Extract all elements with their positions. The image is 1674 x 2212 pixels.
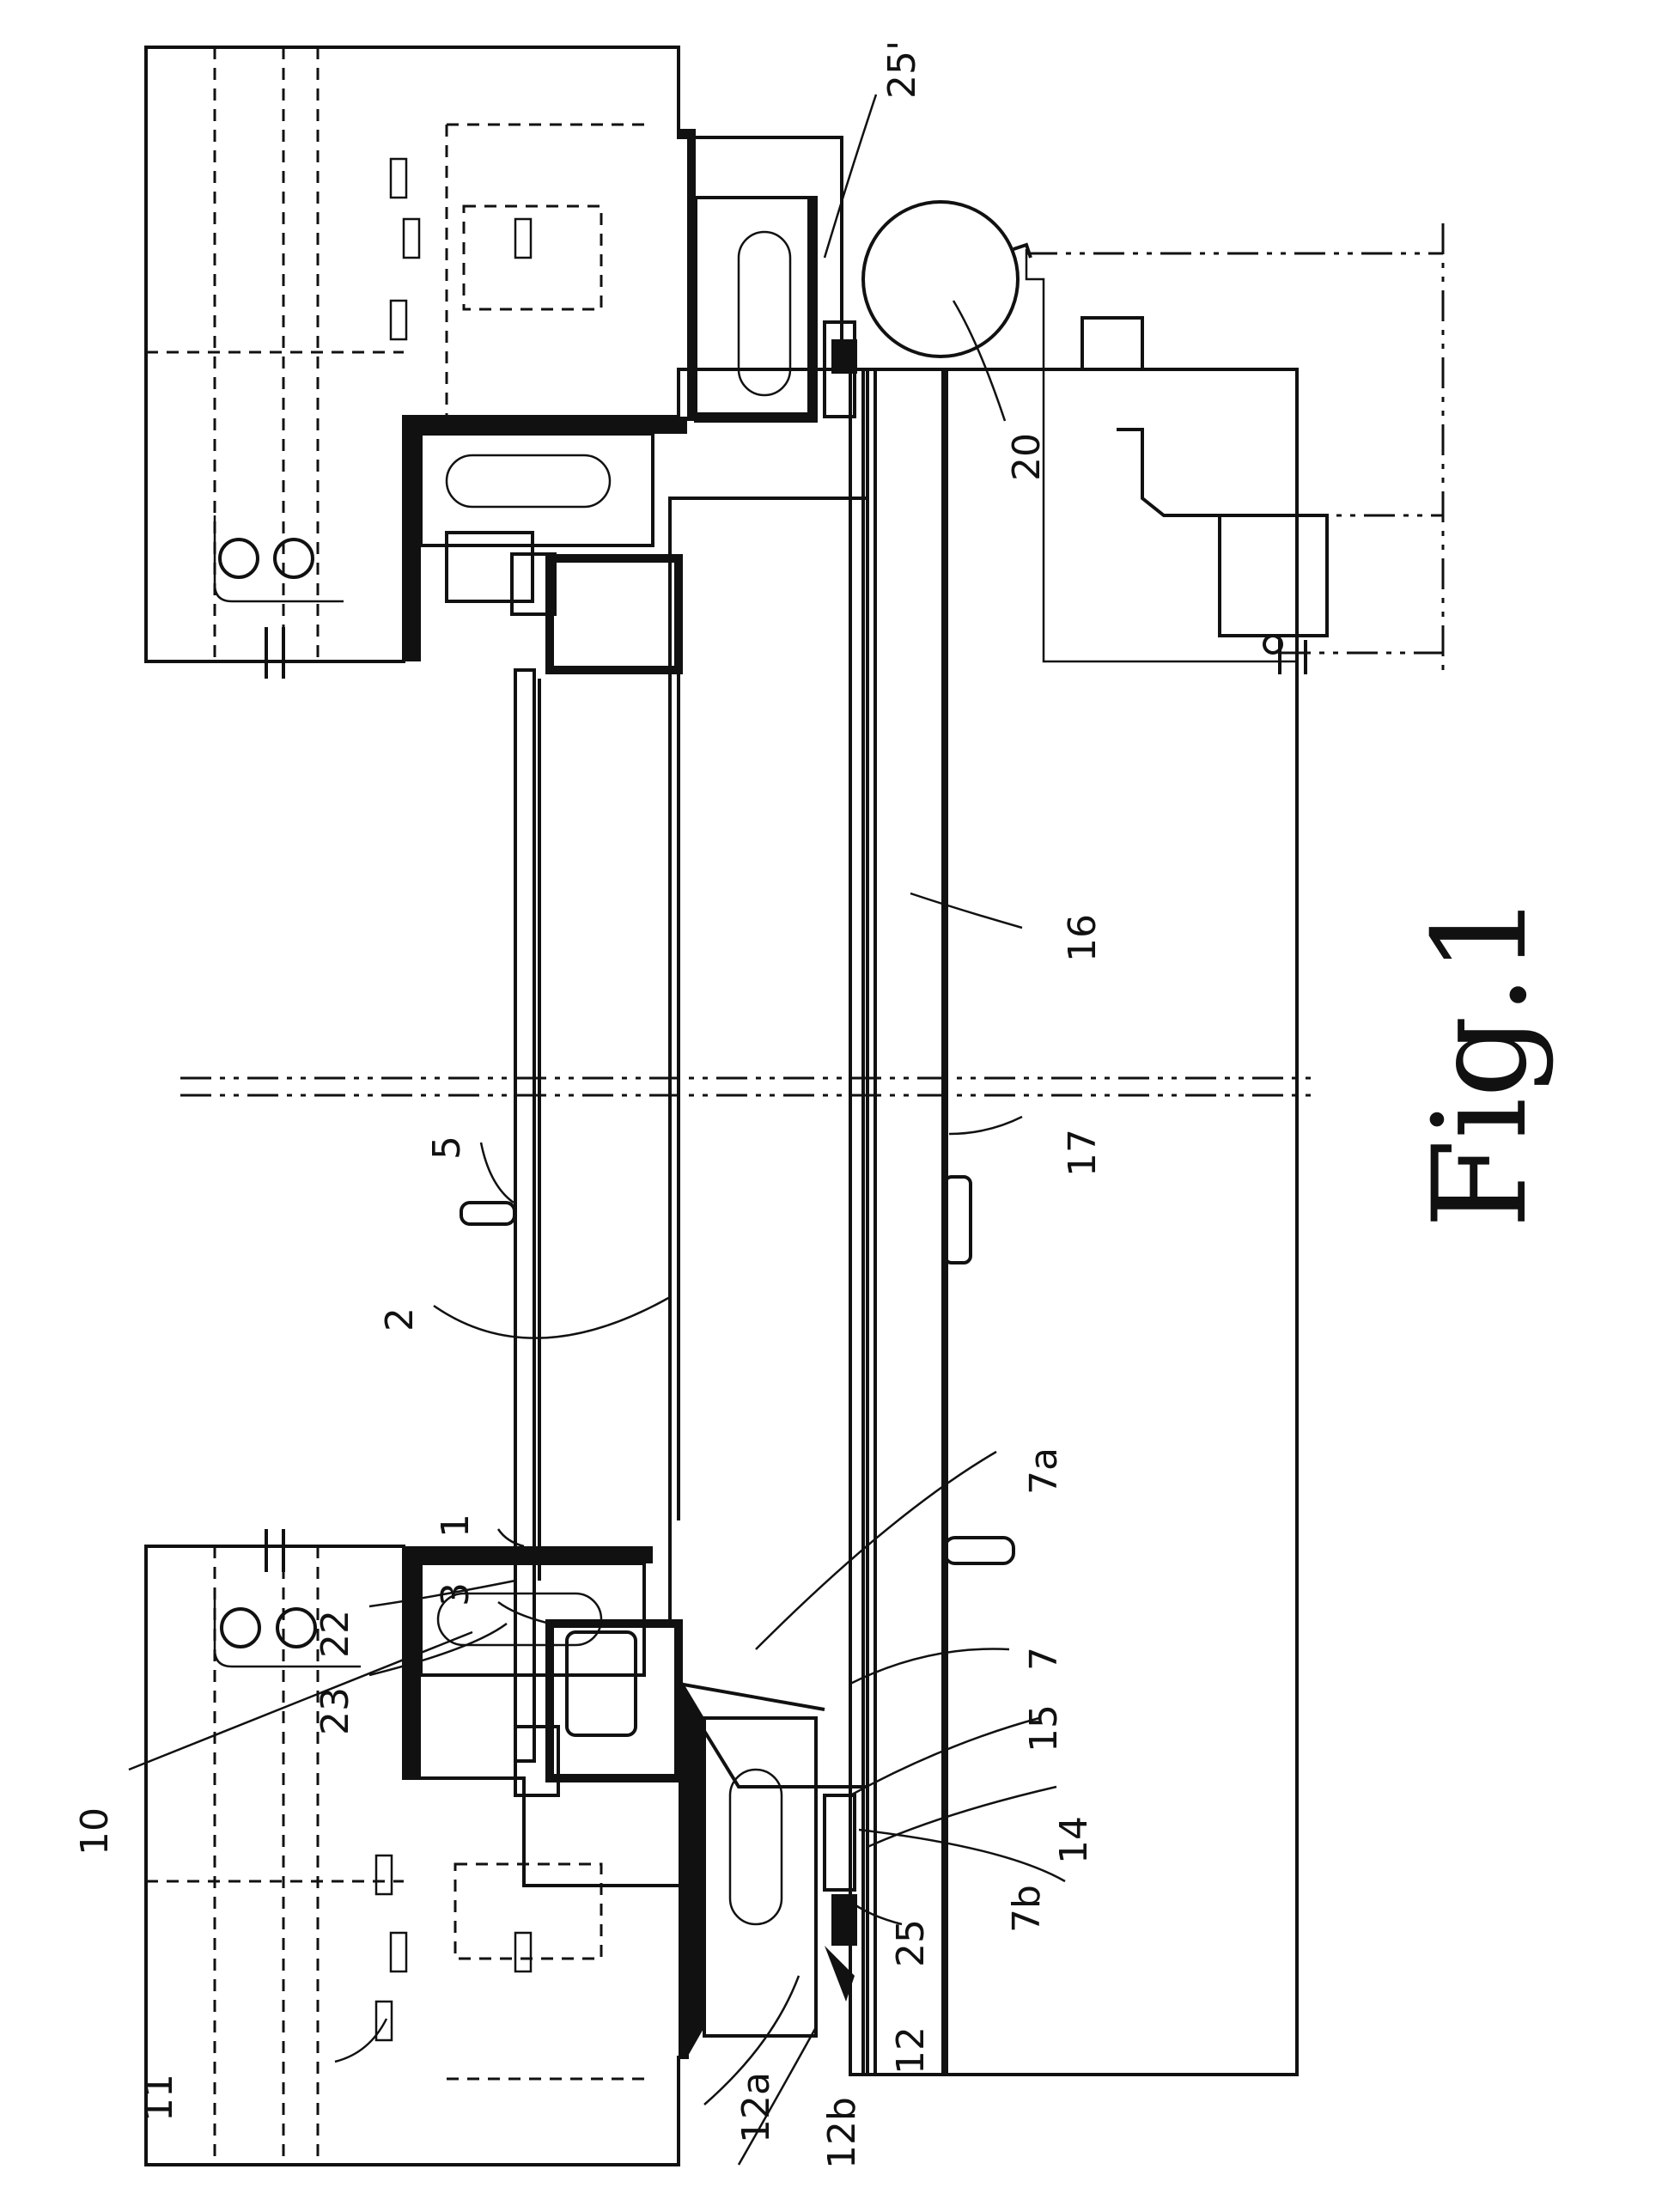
- label-25-prime: 25': [880, 40, 924, 99]
- insulation-layer-16-17: [863, 369, 945, 2075]
- upper-concrete-block: [146, 47, 842, 679]
- leader-lines: [129, 94, 1065, 2165]
- label-7a: 7a: [1022, 1447, 1066, 1495]
- label-23: 23: [313, 1687, 357, 1735]
- figure-caption: Fig.1: [1406, 893, 1555, 1228]
- label-22: 22: [313, 1610, 357, 1658]
- label-20: 20: [1005, 433, 1049, 481]
- label-16: 16: [1061, 914, 1105, 962]
- lower-bolt-group: [376, 1856, 531, 2040]
- seals-25: [825, 322, 857, 1946]
- upper-rebar-pair: [215, 515, 344, 601]
- upper-bolt-group: [391, 159, 531, 339]
- label-12: 12: [889, 2026, 933, 2075]
- label-10: 10: [73, 1807, 117, 1856]
- label-25: 25: [889, 1919, 933, 1967]
- upper-right-equipment: [1026, 223, 1443, 674]
- pipe-20: [863, 202, 1031, 356]
- thin-strip-5: [515, 661, 679, 1761]
- knobs: [461, 1177, 1014, 1563]
- label-1: 1: [434, 1514, 478, 1538]
- main-slab-2: [670, 498, 867, 1787]
- label-7: 7: [1022, 1647, 1066, 1671]
- label-17: 17: [1061, 1129, 1105, 1177]
- label-3: 3: [434, 1582, 478, 1606]
- label-11: 11: [137, 2074, 181, 2122]
- label-15: 15: [1022, 1704, 1066, 1752]
- label-5: 5: [425, 1136, 469, 1160]
- center-line: [180, 1078, 1314, 1095]
- label-7b: 7b: [1005, 1885, 1049, 1933]
- lower-box-beam: [515, 1624, 679, 1795]
- label-2: 2: [378, 1307, 422, 1331]
- upper-box-beam: [512, 554, 679, 670]
- label-14: 14: [1052, 1816, 1096, 1864]
- label-12b: 12b: [820, 2097, 864, 2169]
- label-12a: 12a: [734, 2072, 778, 2143]
